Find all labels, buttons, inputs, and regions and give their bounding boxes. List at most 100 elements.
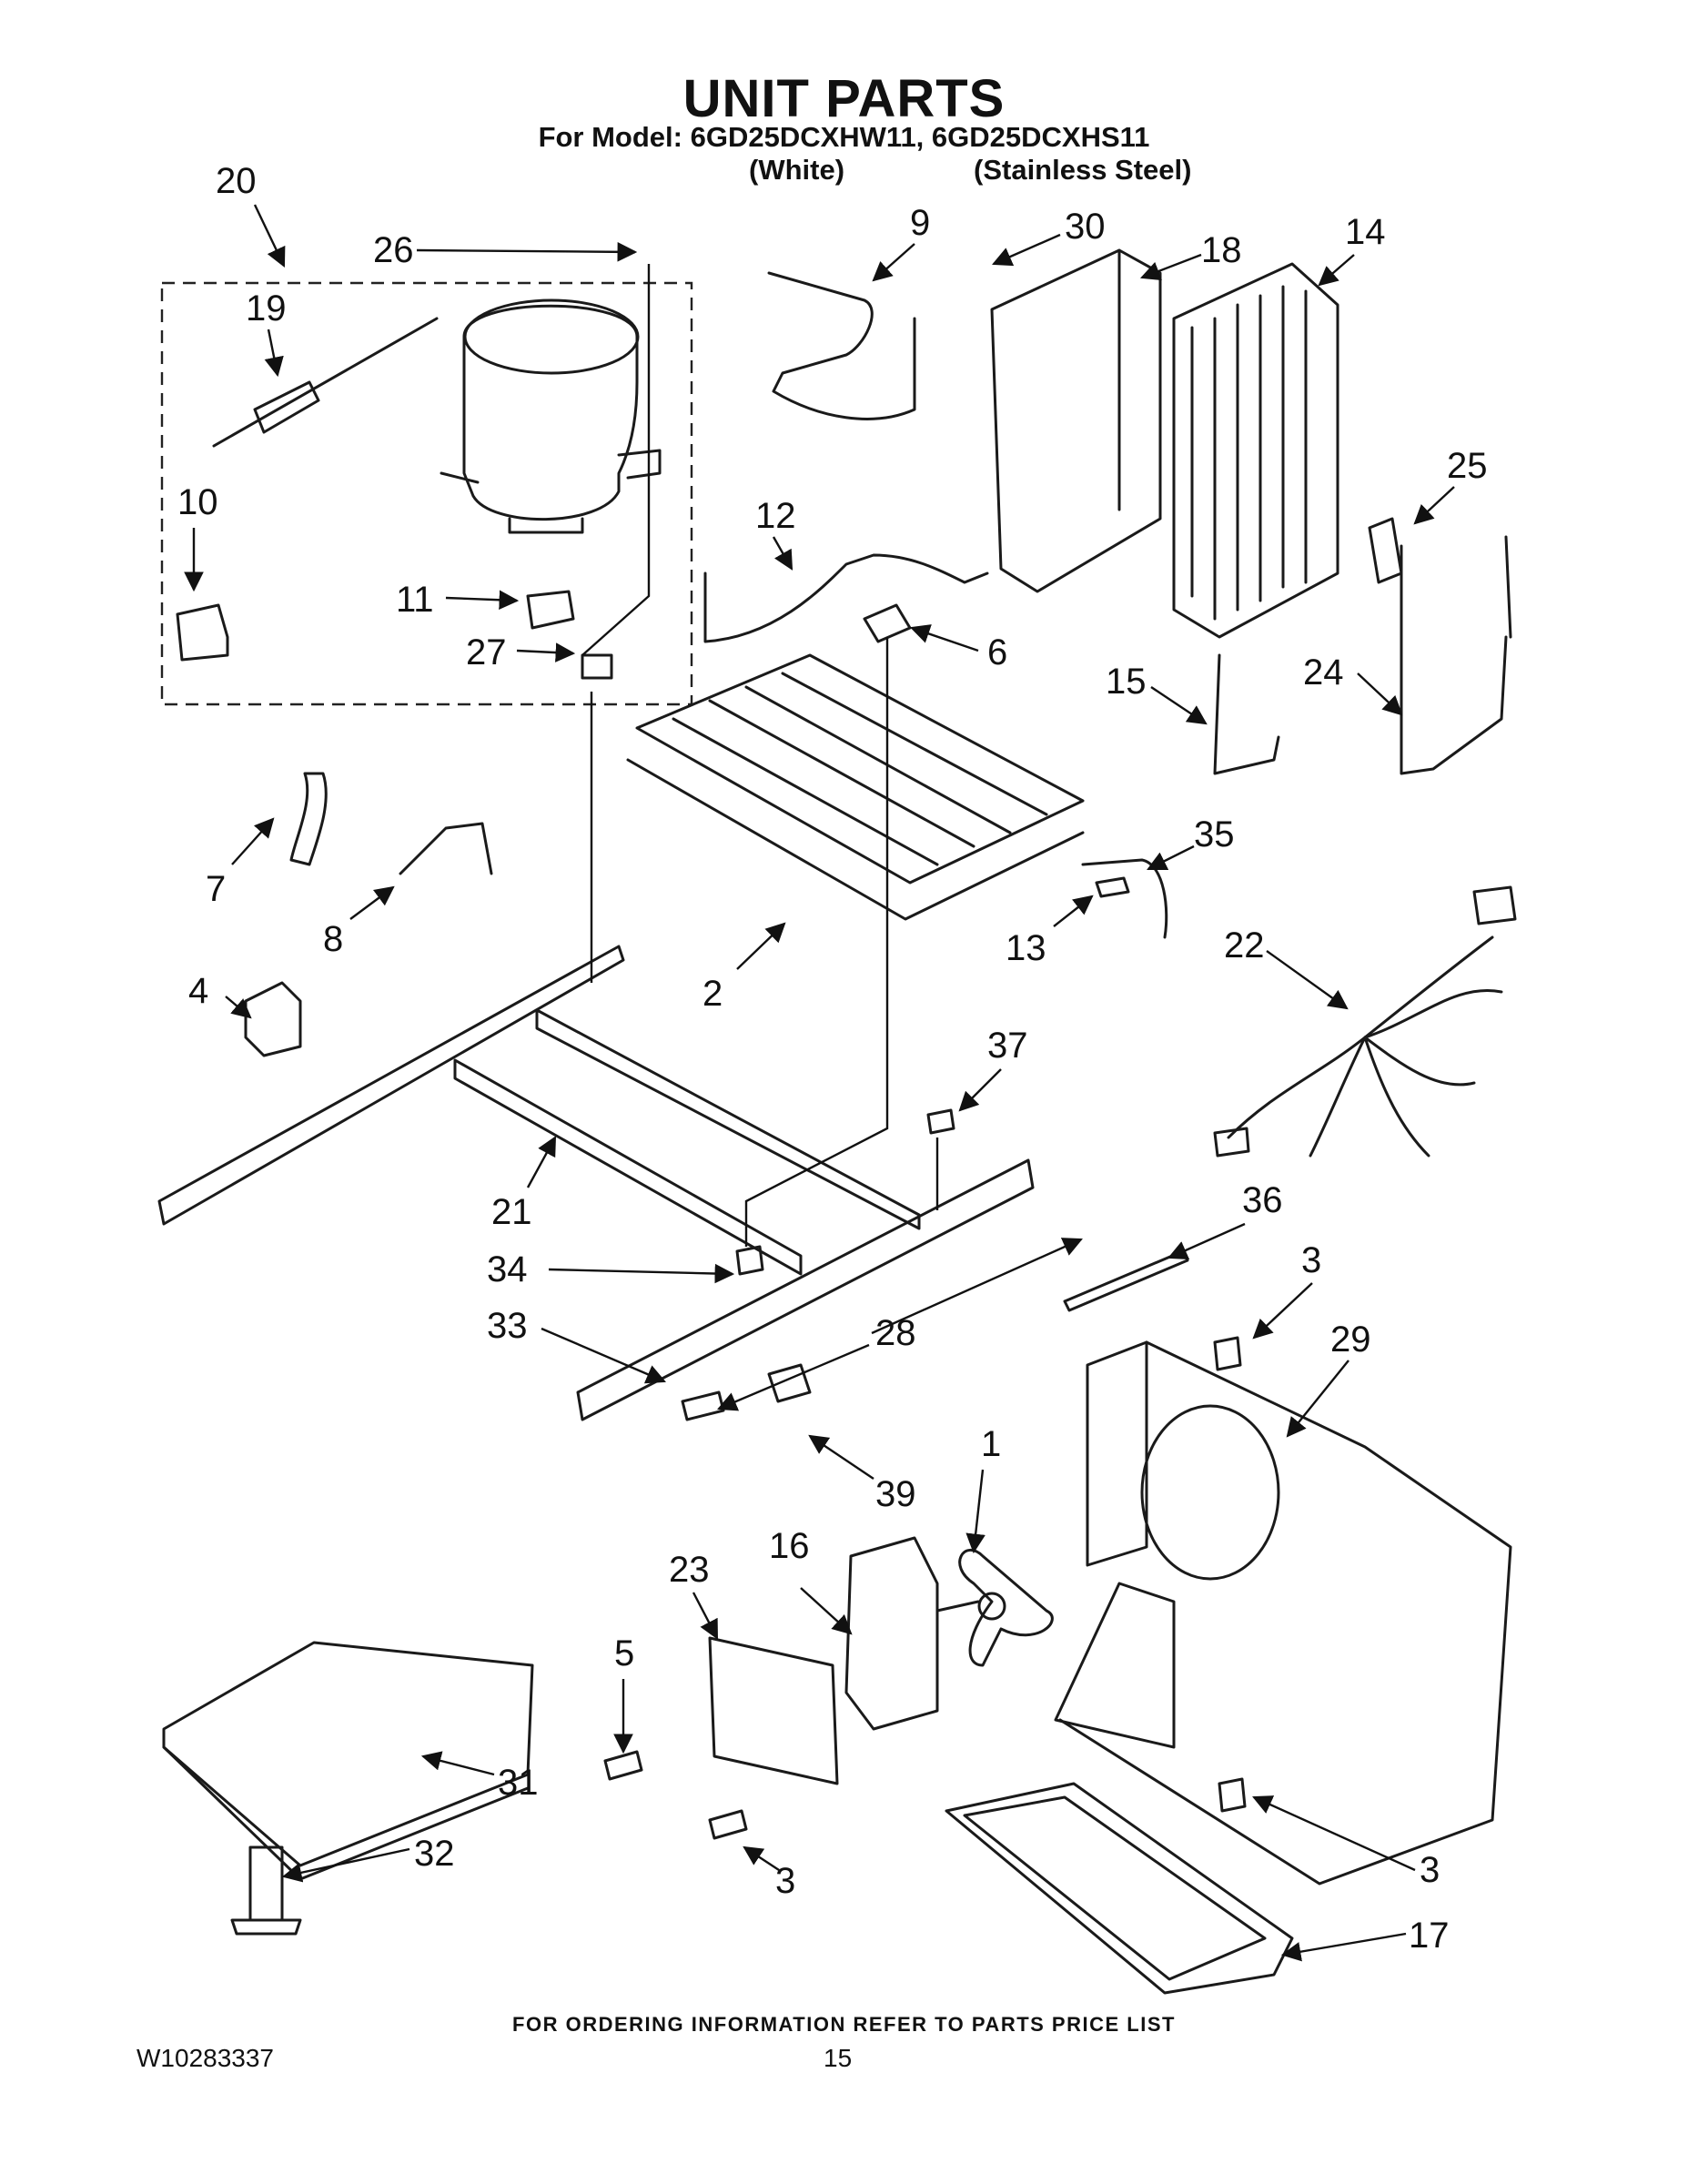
wire-part-8 <box>399 822 493 875</box>
callout-35: 35 <box>1194 814 1235 854</box>
clip-part-6 <box>863 603 912 643</box>
leader-13 <box>1053 895 1094 927</box>
leader-34 <box>548 1263 735 1284</box>
callout-15: 15 <box>1106 662 1147 702</box>
leader-4 <box>225 996 252 1019</box>
evaporator <box>1172 262 1339 639</box>
leader-3a <box>1252 1282 1313 1340</box>
leader-17 <box>1280 1932 1407 1962</box>
callout-19: 19 <box>246 288 287 329</box>
grommet-part <box>581 653 613 680</box>
callout-14: 14 <box>1345 212 1386 252</box>
callout-2: 2 <box>702 974 723 1014</box>
leader-32 <box>281 1847 410 1883</box>
callout-33: 33 <box>487 1306 528 1346</box>
callout-32: 32 <box>414 1834 455 1874</box>
leader-12 <box>772 536 793 571</box>
leader-3b <box>743 1845 780 1872</box>
evaporator-cover <box>990 248 1162 593</box>
suction-tube-12 <box>703 553 989 643</box>
bracket-part-35 <box>1081 858 1168 939</box>
color-label-white: (White) <box>749 154 845 186</box>
ordering-note: FOR ORDERING INFORMATION REFER TO PARTS … <box>512 2013 1176 2036</box>
callout-9: 9 <box>910 203 930 243</box>
leveling-leg-part-32 <box>230 1845 302 1936</box>
callout-3b: 3 <box>775 1861 795 1901</box>
callout-28: 28 <box>875 1313 916 1353</box>
screw-part-13 <box>1095 876 1130 898</box>
frame-rail-assembly <box>157 945 921 1276</box>
leader-24 <box>1357 672 1403 716</box>
filter-drier <box>212 317 439 448</box>
callout-30: 30 <box>1065 207 1106 247</box>
fan-motor <box>844 1536 980 1731</box>
compressor <box>440 298 662 534</box>
leader-35 <box>1147 844 1195 871</box>
tube-part-7 <box>289 772 328 866</box>
leader-7 <box>231 817 275 865</box>
document-number: W10283337 <box>136 2044 275 2072</box>
callout-36: 36 <box>1242 1180 1283 1220</box>
leader-15 <box>1150 686 1208 725</box>
callout-39: 39 <box>875 1474 916 1514</box>
callout-34: 34 <box>487 1249 528 1289</box>
callout-18: 18 <box>1201 230 1242 270</box>
callout-5: 5 <box>614 1633 634 1673</box>
leader-14 <box>1318 254 1355 287</box>
wire-harness <box>1213 885 1517 1158</box>
callout-11: 11 <box>396 580 434 620</box>
leader-33 <box>541 1327 666 1384</box>
leader-1 <box>965 1469 986 1554</box>
leader-27 <box>516 642 576 662</box>
color-label-stainless: (Stainless Steel) <box>974 154 1192 186</box>
clamp-part-25 <box>1368 517 1403 584</box>
leader-29 <box>1286 1360 1349 1438</box>
callout-12: 12 <box>755 496 796 536</box>
callout-31: 31 <box>498 1763 539 1803</box>
leader-19 <box>264 329 284 378</box>
motor-bracket-part-23 <box>708 1636 839 1785</box>
callout-37: 37 <box>987 1026 1028 1066</box>
screw-part-34 <box>735 1245 764 1276</box>
tube-part-9 <box>767 271 916 420</box>
screw-part-3b <box>708 1809 748 1840</box>
leader-26 <box>416 242 638 262</box>
page-title: UNIT PARTS <box>682 69 1006 128</box>
leader-22 <box>1266 950 1349 1010</box>
callout-3a: 3 <box>1301 1240 1321 1280</box>
callout-17: 17 <box>1409 1916 1450 1956</box>
callout-1: 1 <box>981 1424 1001 1464</box>
callout-10: 10 <box>177 482 218 522</box>
fan-blade <box>958 1549 1054 1667</box>
condenser-coil <box>626 653 1085 921</box>
screw-part-5 <box>603 1750 643 1781</box>
callout-21: 21 <box>491 1192 532 1232</box>
drain-pan <box>945 1782 1294 1995</box>
leader-36 <box>1167 1222 1246 1259</box>
callout-25: 25 <box>1447 446 1488 486</box>
callout-13: 13 <box>1006 928 1046 968</box>
callout-20: 20 <box>216 161 257 201</box>
callout-4: 4 <box>188 971 208 1011</box>
access-cover <box>162 1641 534 1881</box>
screw-part-37 <box>926 1108 955 1135</box>
connector-line <box>581 264 651 656</box>
leader-30 <box>992 233 1061 267</box>
leader-20 <box>253 204 286 268</box>
leader-2 <box>736 922 786 970</box>
cable-tie-part-36 <box>1063 1249 1189 1312</box>
connector-line <box>744 637 889 1247</box>
leader-39 <box>808 1434 874 1480</box>
condenser-fan-bracket <box>1054 1340 1512 1886</box>
compressor-assembly-box <box>160 281 693 706</box>
callout-7: 7 <box>206 869 226 909</box>
leader-28b <box>717 1343 870 1411</box>
leader-21 <box>526 1136 557 1188</box>
heat-exchanger-part-24 <box>1400 535 1512 775</box>
hanger-part-15 <box>1213 653 1280 775</box>
leader-16 <box>800 1587 853 1635</box>
callout-29: 29 <box>1330 1320 1371 1360</box>
callout-22: 22 <box>1224 925 1265 966</box>
leader-31 <box>420 1751 495 1776</box>
